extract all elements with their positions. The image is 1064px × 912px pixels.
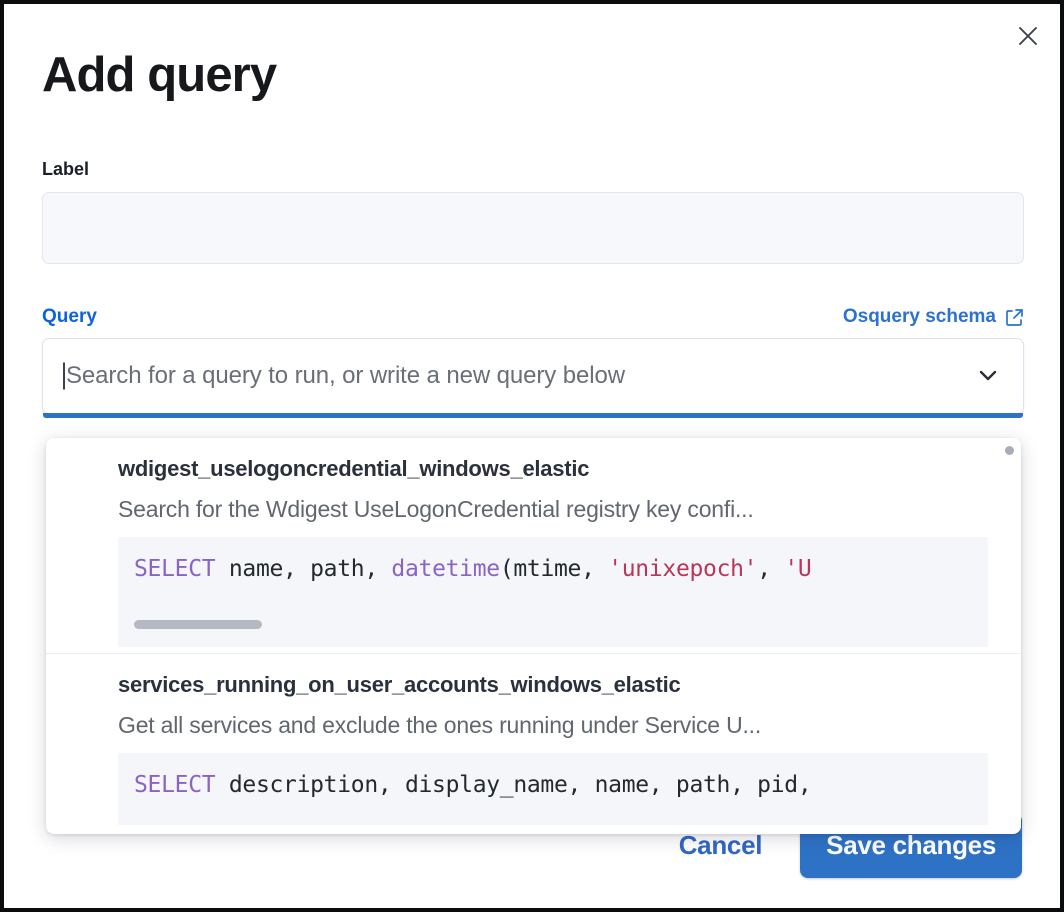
modal-body: Add query Label Query Osquery schema Sea… [4,4,1060,908]
page-title: Add query [42,48,277,102]
external-link-icon [1005,308,1024,327]
chevron-down-icon [975,362,1001,391]
query-combobox-placeholder: Search for a query to run, or write a ne… [66,362,625,390]
cancel-button[interactable]: Cancel [657,816,784,875]
dropdown-item-title: services_running_on_user_accounts_window… [118,672,681,697]
dropdown-item-description: Get all services and exclude the ones ru… [118,712,762,738]
close-icon [1017,25,1039,47]
dropdown-item-title: wdigest_uselogoncredential_windows_elast… [118,456,590,481]
query-suggestions-dropdown: wdigest_uselogoncredential_windows_elast… [46,438,1021,834]
osquery-schema-link-label: Osquery schema [842,306,996,328]
dropdown-item-description: Search for the Wdigest UseLogonCredentia… [118,496,754,522]
query-header-row: Query Osquery schema [42,306,1024,328]
code-horizontal-scrollbar[interactable] [134,620,262,629]
osquery-schema-link[interactable]: Osquery schema [843,306,1024,328]
label-field-label: Label [42,159,90,180]
label-input[interactable] [42,192,1024,265]
query-combobox[interactable]: Search for a query to run, or write a ne… [42,338,1024,419]
dropdown-list-item[interactable]: services_running_on_user_accounts_window… [46,653,1021,831]
chevron-down-button[interactable] [971,359,1005,393]
query-field-label: Query [42,306,97,328]
dropdown-list-item[interactable]: wdigest_uselogoncredential_windows_elast… [46,438,1021,653]
dropdown-scrollbar-thumb[interactable] [1005,446,1014,455]
close-icon-button[interactable] [1010,18,1046,54]
sql-snippet: SELECT description, display_name, name, … [134,772,812,798]
sql-snippet: SELECT name, path, datetime(mtime, 'unix… [134,556,812,582]
dropdown-list: wdigest_uselogoncredential_windows_elast… [46,438,1021,831]
dropdown-item-code-block[interactable]: SELECT description, display_name, name, … [118,753,988,825]
dropdown-item-code-block[interactable]: SELECT name, path, datetime(mtime, 'unix… [118,537,988,647]
text-cursor [63,362,65,390]
